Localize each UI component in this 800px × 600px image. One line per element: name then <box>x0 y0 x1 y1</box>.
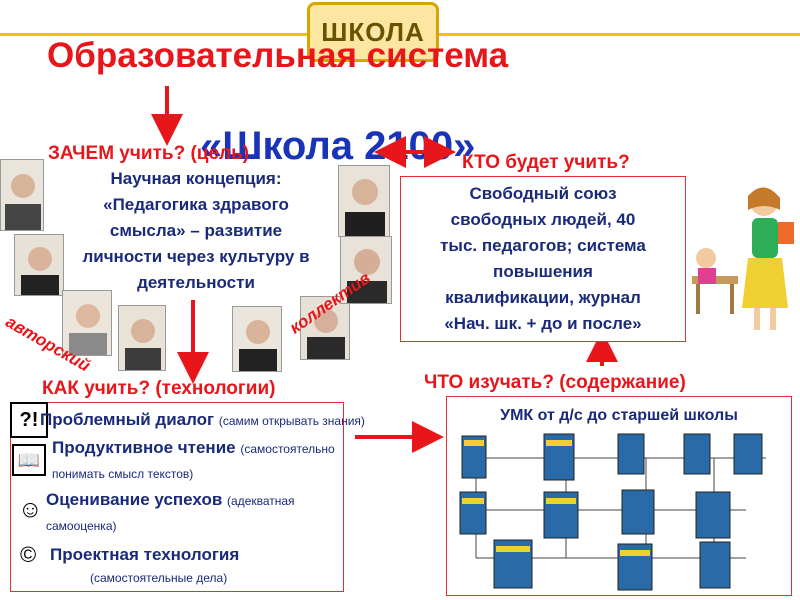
why-line: Научная концепция: <box>110 169 282 188</box>
portrait-photo <box>300 296 350 360</box>
who-line: свободных людей, 40 <box>450 210 636 229</box>
how-item-note: (самостоятельно понимать смысл текстов) <box>52 442 335 481</box>
what-box-title: УМК от д/с до старшей школы <box>500 407 738 424</box>
textbook-grid <box>459 433 766 591</box>
how-item-evaluation: Оценивание успехов (адекватная самооценк… <box>46 488 340 538</box>
why-line: личности через культуру в <box>82 247 310 266</box>
why-line: смысла» – развитие <box>109 221 283 240</box>
portrait-photo <box>338 165 390 237</box>
who-line: Свободный союз <box>469 184 617 203</box>
who-heading: КТО будет учить? <box>462 152 630 173</box>
book-icon: 📖 <box>12 444 46 476</box>
who-line: «Нач. шк. + до и после» <box>444 314 642 333</box>
how-box <box>10 402 344 592</box>
portrait-photo <box>0 159 44 231</box>
how-item-main: Оценивание успехов <box>46 490 223 509</box>
how-item-main: Проектная технология <box>50 545 240 564</box>
who-line: повышения <box>493 262 593 281</box>
who-line: тыс. педагогов; система <box>440 236 646 255</box>
smile-icon: ☺ <box>18 496 43 523</box>
why-line: «Педагогика здравого <box>103 195 289 214</box>
how-item-project: Проектная технология (самостоятельные де… <box>50 544 340 589</box>
portrait-photo <box>14 234 64 296</box>
how-item-main: Проблемный диалог <box>40 410 215 429</box>
portrait-photo <box>232 306 282 372</box>
how-item-main: Продуктивное чтение <box>52 438 236 457</box>
how-item-reading: Продуктивное чтение (самостоятельно пони… <box>52 436 342 486</box>
copyright-icon: © <box>20 542 37 567</box>
teacher-illustration <box>692 187 794 330</box>
portrait-photo <box>118 305 166 371</box>
how-item-note: (самим открывать знания) <box>218 414 365 428</box>
portrait-photo <box>340 236 392 304</box>
how-item-note: (самостоятельные дела) <box>90 571 228 585</box>
why-line: деятельности <box>137 273 255 292</box>
how-item-problem: Проблемный диалог (самим открывать знани… <box>40 410 365 430</box>
who-box: Свободный союз свободных людей, 40 тыс. … <box>400 176 686 342</box>
what-heading: ЧТО изучать? (содержание) <box>424 372 686 393</box>
how-heading: КАК учить? (технологии) <box>42 378 276 399</box>
page-title: Образовательная система <box>47 36 509 75</box>
why-text-block: Научная концепция: «Педагогика здравого … <box>46 166 346 300</box>
how-item-note: (адекватная самооценка) <box>46 494 295 533</box>
who-line: квалификации, журнал <box>445 288 641 307</box>
school-logo: ШКОЛА <box>307 2 439 62</box>
portrait-photo <box>62 290 112 356</box>
problem-icon: ?! <box>10 402 48 438</box>
why-heading: ЗАЧЕМ учить? (цель) <box>48 143 250 164</box>
